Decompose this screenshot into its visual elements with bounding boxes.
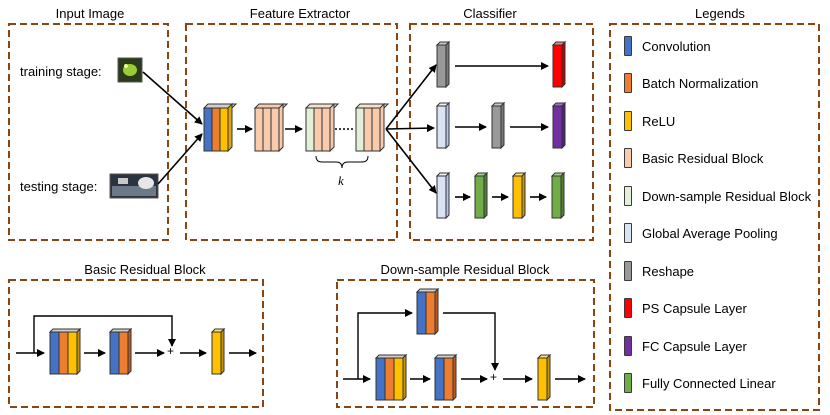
gap-block-2 xyxy=(435,101,451,150)
legend-item-global-average-pooling: Global Average Pooling xyxy=(624,223,778,243)
legend-swatch xyxy=(624,373,632,393)
legend-swatch xyxy=(624,336,632,356)
legend-swatch xyxy=(624,36,632,56)
downsample-residual-frame xyxy=(336,279,595,408)
reshape-block-1 xyxy=(435,40,451,89)
legend-item-fc-capsule-layer: FC Capsule Layer xyxy=(624,336,747,356)
feature-extractor-frame xyxy=(185,23,398,241)
legend-label: Reshape xyxy=(642,263,695,279)
legend-label: Batch Normalization xyxy=(642,75,759,91)
legend-swatch xyxy=(624,111,632,131)
ds-conv-bn xyxy=(433,353,458,402)
ds-shortcut-conv-bn xyxy=(415,287,440,336)
testing-stage-label: testing stage: xyxy=(20,179,98,194)
legend-item-relu: ReLU xyxy=(624,111,675,131)
gap-block-3 xyxy=(435,171,451,220)
legends-frame xyxy=(609,23,820,411)
training-stage-label: training stage: xyxy=(20,64,102,79)
stem-block xyxy=(202,102,238,153)
legend-label: ReLU xyxy=(642,113,676,129)
legend-item-convolution: Convolution xyxy=(624,36,711,56)
reshape-block-2 xyxy=(490,101,506,150)
basic-conv-bn xyxy=(108,327,133,376)
legend-swatch xyxy=(624,186,632,206)
legend-swatch xyxy=(624,298,632,318)
relu-block-classifier xyxy=(511,171,527,220)
legend-swatch xyxy=(624,73,632,93)
legend-item-downsample-residual-block: Down-sample Residual Block xyxy=(624,186,811,206)
ps-capsule-block xyxy=(551,40,567,89)
testing-image xyxy=(109,173,159,199)
legend-label: Fully Connected Linear xyxy=(642,375,776,391)
frog-image xyxy=(117,57,143,83)
legends-title: Legends xyxy=(695,6,745,21)
legend-swatch xyxy=(624,148,632,168)
basic-relu xyxy=(210,327,226,376)
legend-label: Global Average Pooling xyxy=(642,225,778,241)
fc-capsule-block xyxy=(551,101,567,150)
ds-conv-bn-relu xyxy=(374,353,408,402)
legend-item-batch-normalization: Batch Normalization xyxy=(624,73,758,93)
basic-residual-block-title: Basic Residual Block xyxy=(84,262,206,277)
basic-residual-frame xyxy=(8,279,264,408)
basic-conv-bn-relu xyxy=(48,327,82,376)
input-image-title: Input Image xyxy=(55,6,125,21)
downsample-residual-block-1 xyxy=(304,102,340,153)
basic-add-symbol: + xyxy=(167,344,175,358)
downsample-residual-block-title: Down-sample Residual Block xyxy=(380,262,550,277)
input-image-frame xyxy=(8,23,169,241)
ds-relu xyxy=(536,353,552,402)
legend-label: PS Capsule Layer xyxy=(642,300,747,316)
fc-linear-block-1 xyxy=(473,171,489,220)
legend-label: Basic Residual Block xyxy=(642,150,764,166)
legend-swatch xyxy=(624,223,632,243)
legend-item-fully-connected-linear: Fully Connected Linear xyxy=(624,373,776,393)
legend-item-ps-capsule-layer: PS Capsule Layer xyxy=(624,298,747,318)
feature-extractor-title: Feature Extractor xyxy=(249,6,351,21)
downsample-residual-block-k xyxy=(354,102,390,153)
k-label: k xyxy=(338,173,344,188)
legend-label: Convolution xyxy=(642,38,711,54)
ds-add-symbol: + xyxy=(490,370,498,384)
legend-label: Down-sample Residual Block xyxy=(642,188,812,204)
fc-linear-block-2 xyxy=(550,171,566,220)
classifier-frame xyxy=(409,23,594,241)
legend-item-basic-residual-block: Basic Residual Block xyxy=(624,148,763,168)
basic-residual-block-1 xyxy=(253,102,289,153)
classifier-title: Classifier xyxy=(463,6,517,21)
legend-label: FC Capsule Layer xyxy=(642,338,747,354)
legend-item-reshape: Reshape xyxy=(624,261,694,281)
k-brace xyxy=(315,155,369,169)
legend-swatch xyxy=(624,261,632,281)
